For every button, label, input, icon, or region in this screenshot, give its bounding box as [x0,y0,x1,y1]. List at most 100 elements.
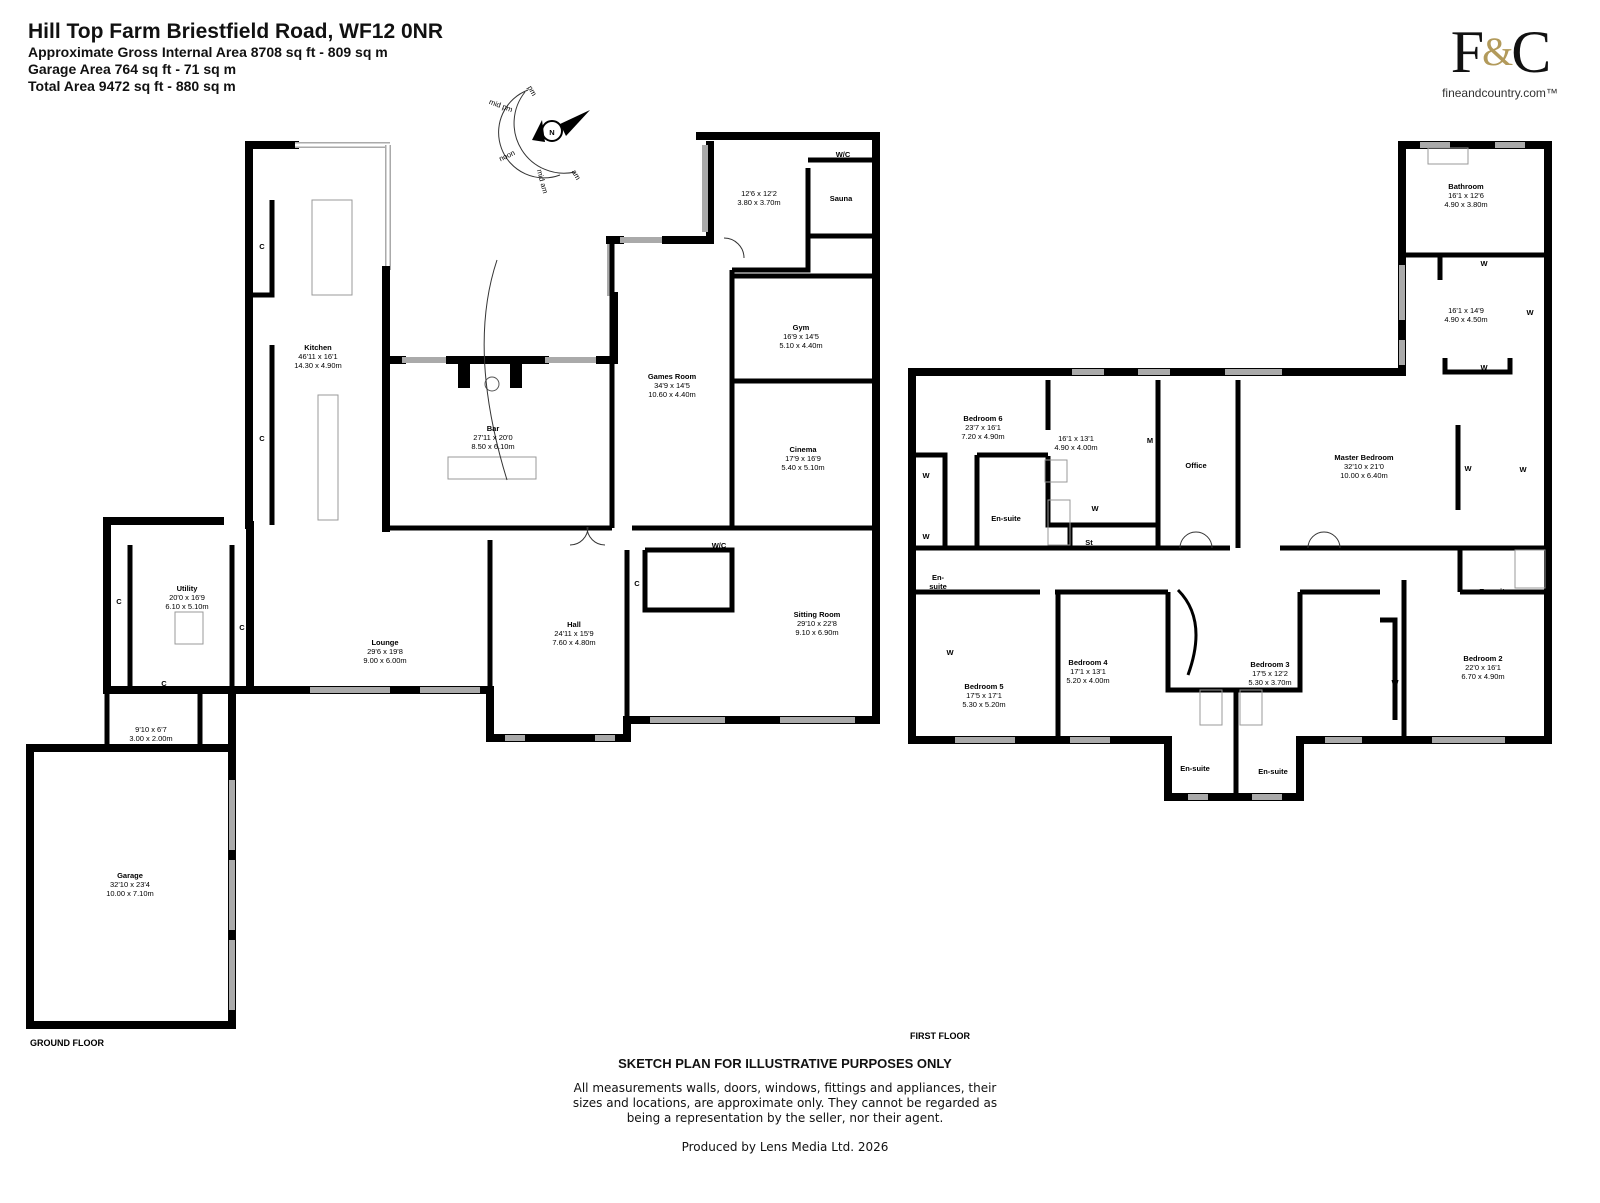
label-en-suite-small: En- [932,573,945,582]
compass-mid-am: mid am [535,168,550,194]
room-dimension-text: Cinema [789,445,817,454]
room-dimension-text: 7.20 x 4.90m [961,432,1004,441]
room-dimension-text: Lounge [371,638,398,647]
label-cupboard: C [259,242,265,251]
room-dimension-text: 46'11 x 16'1 [298,352,337,361]
label-wardrobe: W [1464,464,1472,473]
room-dimension-text: 9.00 x 6.00m [363,656,406,665]
disclaimer: SKETCH PLAN FOR ILLUSTRATIVE PURPOSES ON… [560,1056,1010,1155]
label-wc: W/C [836,150,851,159]
label-cupboard: C [161,679,167,688]
room-dimension-text: 10.00 x 6.40m [1340,471,1388,480]
logo-mark: F&C [1425,22,1575,82]
disclaimer-heading: SKETCH PLAN FOR ILLUSTRATIVE PURPOSES ON… [618,1056,952,1071]
room-dimension-text: 17'5 x 17'1 [966,691,1002,700]
room-dimension-text: Bar [487,424,500,433]
disclaimer-line-3: being a representation by the seller, no… [626,1111,944,1125]
ground-floor-walls [26,132,880,1029]
room-dimension-text: 4.90 x 4.50m [1444,315,1487,324]
room-dimension-text: 6.10 x 5.10m [165,602,208,611]
compass-noon: noon [497,148,516,163]
room-dimension-text: 3.00 x 2.00m [129,734,172,743]
room-bedroom-3: Bedroom 317'5 x 12'25.30 x 3.70m [1248,660,1291,687]
room-dimension-text: Bedroom 3 [1250,660,1289,669]
room-dimension-text: 16'9 x 14'5 [783,332,819,341]
fine-and-country-logo: F&C fineandcountry.com™ [1425,22,1575,100]
compass-icon: N pm mid pm noon mid am am [488,84,590,194]
room-dimension-text: 29'6 x 19'8 [367,647,403,656]
room-dimension-text: 8.50 x 6.10m [471,442,514,451]
room-dimension-text: 5.30 x 5.20m [962,700,1005,709]
room-dimension-text: Sitting Room [794,610,841,619]
room-dimension-text: Utility [177,584,199,593]
label-wardrobe: W [1526,308,1534,317]
compass-am: am [570,168,583,182]
room-dimension-text: 23'7 x 16'1 [965,423,1001,432]
logo-ampersand: & [1482,29,1513,74]
room-dimension-text: Hall [567,620,581,629]
label-office: Office [1185,461,1206,470]
room-dimension-text: 5.40 x 5.10m [781,463,824,472]
room-dimension-text: 22'0 x 16'1 [1465,663,1501,672]
room-dimension-text: 5.10 x 4.40m [779,341,822,350]
room-dressing: 16'1 x 14'94.90 x 4.50m [1444,306,1487,324]
label-wardrobe: W [1519,465,1527,474]
label-en-suite: En-suite [1258,767,1288,776]
label-cupboard: C [239,623,245,632]
room-dimension-text: 17'1 x 13'1 [1070,667,1106,676]
room-dimension-text: 34'9 x 14'5 [654,381,690,390]
label-cupboard: C [116,597,122,606]
room-dimension-text: Master Bedroom [1334,453,1394,462]
room-dimension-text: 5.20 x 4.00m [1066,676,1109,685]
room-dimension-text: 10.60 x 4.40m [648,390,696,399]
total-area: Total Area 9472 sq ft - 880 sq m [28,78,236,94]
room-bedroom-6: Bedroom 623'7 x 16'17.20 x 4.90m [961,414,1004,441]
room-bedroom-2: Bedroom 222'0 x 16'16.70 x 4.90m [1461,654,1504,681]
room-dimension-text: Bedroom 5 [964,682,1003,691]
plan-header: Hill Top Farm Briestfield Road, WF12 0NR… [28,20,443,95]
label-en-suite: En-suite [1479,587,1509,596]
label-wc-2: W/C [712,541,727,550]
room-dimension-text: 12'6 x 12'2 [741,189,777,198]
ground-floor-label: GROUND FLOOR [30,1038,104,1048]
room-dimension-text: 4.90 x 4.00m [1054,443,1097,452]
label-en-suite: En-suite [1180,764,1210,773]
room-dimension-text: 17'9 x 16'9 [785,454,821,463]
label-cupboard: C [634,579,640,588]
room-dimension-text: 32'10 x 21'0 [1344,462,1384,471]
disclaimer-line-1: All measurements walls, doors, windows, … [573,1081,997,1095]
room-dimension-text: 27'11 x 20'0 [473,433,512,442]
room-bedroom-4: Bedroom 417'1 x 13'15.20 x 4.00m [1066,658,1109,685]
room-bedroom-5: Bedroom 517'5 x 17'15.30 x 5.20m [962,682,1005,709]
label-wardrobe: W [1480,259,1488,268]
room-dimension-text: 16'1 x 14'9 [1448,306,1484,315]
label-wardrobe: W [922,471,930,480]
room-dimension-text: 32'10 x 23'4 [110,880,150,889]
room-dimension-text: Bedroom 2 [1463,654,1502,663]
logo-f: F [1450,19,1484,85]
logo-url: fineandcountry.com™ [1442,86,1558,100]
first-floor-label: FIRST FLOOR [910,1031,970,1041]
room-dimension-text: Games Room [648,372,697,381]
logo-c: C [1511,19,1551,85]
room-dimension-text: 3.80 x 3.70m [737,198,780,207]
room-dimension-text: Kitchen [304,343,332,352]
compass-mid-pm: mid pm [488,97,514,114]
room-dimension-text: Bathroom [1448,182,1484,191]
room-dimension-text: 5.30 x 3.70m [1248,678,1291,687]
room-12x12: 12'6 x 12'23.80 x 3.70m [737,189,780,207]
label-store: St [1085,538,1093,547]
garage-area: Garage Area 764 sq ft - 71 sq m [28,61,237,77]
room-dimension-text: 14.30 x 4.90m [294,361,342,370]
room-dimension-text: 9'10 x 6'7 [135,725,167,734]
